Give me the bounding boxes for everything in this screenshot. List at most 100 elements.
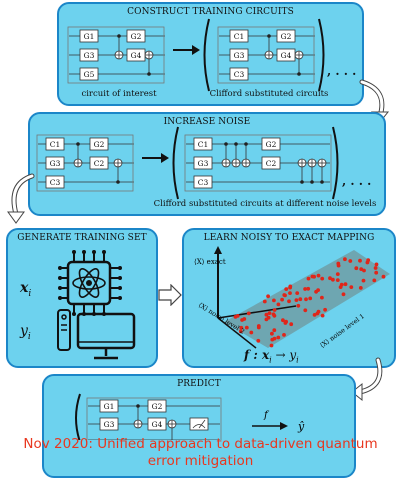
noise-arrow [142,153,169,163]
data-point [336,263,341,268]
data-point [341,292,346,297]
noise-ellipsis: , . . . [342,174,372,188]
noise-parens [172,126,339,200]
svg-text:G4: G4 [281,51,292,60]
data-point [262,299,267,304]
predict-f-label: f [263,410,270,421]
quantum-chip-icon [58,250,122,316]
data-point [281,318,285,323]
data-point [266,315,271,320]
construct-panel: CONSTRUCT TRAINING CIRCUITS G1 G3 G5 [57,2,364,106]
training-title: GENERATE TRAINING SET [17,233,147,243]
data-point [296,303,301,308]
gate-g5: G5 [84,70,95,79]
construct-right-caption: Clifford substituted circuits [209,89,329,99]
flow-arrow-3 [158,284,182,306]
data-point [348,259,353,263]
svg-text:G3: G3 [50,159,61,168]
svg-text:G2: G2 [94,140,105,149]
data-point [362,268,366,273]
data-point [271,312,276,317]
predict-circuit: G1 G3 G2 G4 f ŷ [75,393,305,440]
svg-text:G2: G2 [266,140,277,149]
data-point [289,322,294,327]
predict-panel: PREDICT G1 G3 G2 G4 [42,374,356,478]
construct-circuit-left: G1 G3 G5 G2 G4 [67,26,165,84]
data-point [312,274,316,279]
svg-text:C3: C3 [50,178,61,187]
data-point [343,257,347,262]
svg-text:C1: C1 [50,140,61,149]
data-point [306,286,311,291]
construct-parens [203,18,325,92]
gate-g1: G1 [84,32,95,41]
svg-text:G3: G3 [198,159,209,168]
gate-g3: G3 [84,51,95,60]
construct-left-caption: circuit of interest [81,89,157,99]
data-point [282,333,286,337]
announcement-line-2: error mitigation [147,453,254,469]
data-point [280,297,284,302]
gate-g4: G4 [131,51,142,60]
data-point [358,286,363,290]
data-point [272,298,276,303]
data-point [315,311,320,316]
announcement-line-1: Nov 2020: Unified approach to data-drive… [23,436,378,452]
data-point [239,325,244,330]
data-point [354,266,359,271]
data-point [264,312,269,317]
data-point [335,278,340,282]
svg-text:C2: C2 [94,159,105,168]
data-point [272,336,277,341]
data-point [246,311,251,316]
training-panel: GENERATE TRAINING SET xi yi [6,228,158,368]
data-point [316,288,320,292]
data-point [381,274,386,279]
data-point [235,314,240,318]
svg-text:C1: C1 [198,140,209,149]
y-i-label: yi [20,323,31,342]
svg-text:G1: G1 [104,402,115,411]
predict-title: PREDICT [177,379,221,389]
data-point [374,270,379,275]
data-point [343,282,348,287]
data-point [266,294,270,299]
data-point [365,260,370,265]
data-point [272,308,277,312]
data-point [361,278,366,283]
data-point [373,266,378,270]
svg-text:G2: G2 [152,402,163,411]
construct-circuit-right: C1 G3 C3 G2 G4 [217,26,315,84]
data-point [312,313,317,317]
data-point [256,324,261,328]
data-point [294,298,299,302]
data-point [372,278,377,283]
data-point [288,285,292,290]
mapping-formula: f : xi → yi [244,348,299,365]
axis-exact-label: ⟨X⟩ exact [194,258,226,266]
svg-text:G4: G4 [152,420,163,429]
construct-ellipsis: , . . . [327,64,357,78]
svg-text:C3: C3 [198,178,209,187]
data-point [331,277,335,282]
data-point [276,335,281,340]
learn-panel: LEARN NOISY TO EXACT MAPPING ⟨X⟩ exact ⟨… [182,228,396,368]
computer-icon [57,309,136,360]
data-point [358,258,362,263]
flow-arrow-4 [351,357,383,402]
data-point [276,302,281,307]
data-point [288,291,292,295]
data-point [298,297,303,302]
data-point [287,299,291,304]
data-point [349,285,354,289]
data-point [272,328,277,333]
data-point [304,297,308,302]
data-point [328,276,332,281]
data-point [316,273,321,278]
svg-text:G3: G3 [104,420,115,429]
construct-arrow [173,45,200,55]
noise-title: INCREASE NOISE [163,117,251,127]
axis-noise1-label: ⟨X⟩ noise level 1 [318,312,366,350]
learn-title: LEARN NOISY TO EXACT MAPPING [203,233,375,243]
predict-output: ŷ [297,420,305,433]
